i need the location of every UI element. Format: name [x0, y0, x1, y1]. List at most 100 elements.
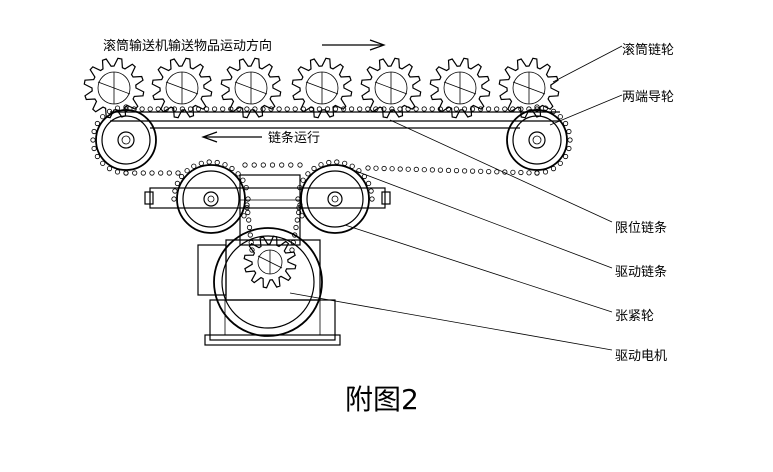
drive-chain-link — [244, 205, 250, 211]
chain-link — [356, 168, 362, 174]
chain-link — [260, 162, 266, 168]
chain-link — [534, 106, 540, 112]
chain-link — [485, 106, 492, 112]
chain-link — [461, 106, 468, 112]
chain-link — [389, 106, 395, 112]
chain-link — [269, 162, 276, 168]
chain-link — [174, 180, 180, 186]
drive-chain-link — [241, 213, 247, 219]
direction-arrow — [322, 39, 386, 51]
chain-link — [235, 171, 241, 177]
chain-link — [461, 168, 468, 174]
chain-link — [381, 165, 387, 172]
chain-link — [421, 167, 427, 173]
chain-link — [342, 160, 348, 166]
chain-link — [305, 171, 311, 177]
chain-link — [437, 167, 443, 173]
chain-link — [510, 169, 516, 175]
chain-link — [349, 163, 355, 169]
chain-link — [284, 106, 290, 112]
chain-link — [557, 114, 563, 120]
chain-link — [526, 106, 532, 112]
chain-link — [147, 106, 153, 112]
drive-sprocket — [243, 235, 297, 289]
chain-link — [381, 106, 387, 112]
chain-link — [191, 163, 197, 169]
chain-link — [163, 106, 169, 112]
chain-link — [534, 170, 540, 176]
chain-link — [155, 106, 161, 112]
chain-link — [228, 106, 234, 112]
drive-chain-link — [244, 202, 250, 208]
chain-run-label: 链条运行 — [268, 130, 320, 146]
chain-link — [494, 106, 500, 112]
end-guide-label: 两端导轮 — [622, 90, 674, 105]
drive-chain-link — [249, 247, 255, 253]
chain-link — [316, 106, 322, 112]
chain-link — [348, 106, 355, 112]
chain-link — [140, 170, 146, 176]
chain-link — [175, 170, 181, 176]
chain-link — [445, 167, 452, 173]
drive-chain-link — [293, 224, 299, 231]
chain-link — [542, 105, 549, 111]
chain-link — [542, 169, 549, 175]
chain-link — [171, 106, 177, 112]
chain-link — [222, 162, 228, 168]
chain-link — [469, 106, 476, 112]
roller-sprocket-1 — [83, 57, 145, 119]
chain-link — [240, 177, 246, 183]
chain-link — [518, 169, 524, 176]
chain-link — [478, 168, 484, 174]
drive-chain-link — [296, 209, 302, 216]
chain-link — [566, 145, 572, 152]
chain-link — [260, 106, 266, 112]
chain-link — [204, 106, 210, 112]
chain-link — [179, 106, 185, 112]
chain-link — [214, 159, 220, 166]
chain-link — [557, 160, 563, 166]
chain-link — [405, 106, 411, 112]
chain-link — [445, 106, 451, 112]
chain-link — [179, 173, 185, 180]
chain-link — [369, 196, 375, 202]
chain-link — [311, 165, 317, 172]
tensioner-label: 张紧轮 — [615, 309, 654, 324]
chain-link — [365, 165, 371, 171]
right-tensioner-wheel — [300, 164, 370, 234]
figure-caption: 附图2 — [345, 383, 419, 416]
chain-link — [90, 137, 96, 143]
chain-link — [251, 162, 257, 168]
chain-link — [172, 188, 178, 194]
chain-link — [187, 106, 194, 112]
drive-chain-link — [289, 247, 295, 253]
left-tensioner-wheel — [176, 164, 246, 234]
drive-chain-link — [246, 217, 252, 223]
chain-link — [567, 137, 573, 143]
chain-link — [91, 145, 97, 152]
chain-link — [139, 106, 145, 112]
roller-sprocket-7 — [498, 57, 560, 119]
chain-link — [334, 159, 340, 165]
chain-link — [242, 162, 248, 168]
chain-link — [389, 166, 395, 172]
drive-chain-link — [294, 217, 300, 223]
chain-link — [195, 106, 202, 112]
left-end-guide-wheel — [95, 109, 157, 171]
chain-link — [397, 166, 403, 172]
chain-link — [429, 167, 435, 173]
chain-link — [184, 168, 190, 174]
chain-link — [229, 165, 235, 172]
chain-link — [373, 106, 379, 112]
chain-link — [469, 168, 476, 174]
chain-link — [244, 106, 250, 112]
chain-link — [562, 120, 569, 127]
chain-link — [94, 120, 101, 127]
chain-link — [123, 106, 129, 112]
chain-link — [123, 104, 129, 110]
right-end-guide-wheel — [506, 109, 568, 171]
chain-link — [326, 159, 332, 166]
chain-link — [114, 105, 121, 111]
chain-link — [365, 180, 372, 186]
